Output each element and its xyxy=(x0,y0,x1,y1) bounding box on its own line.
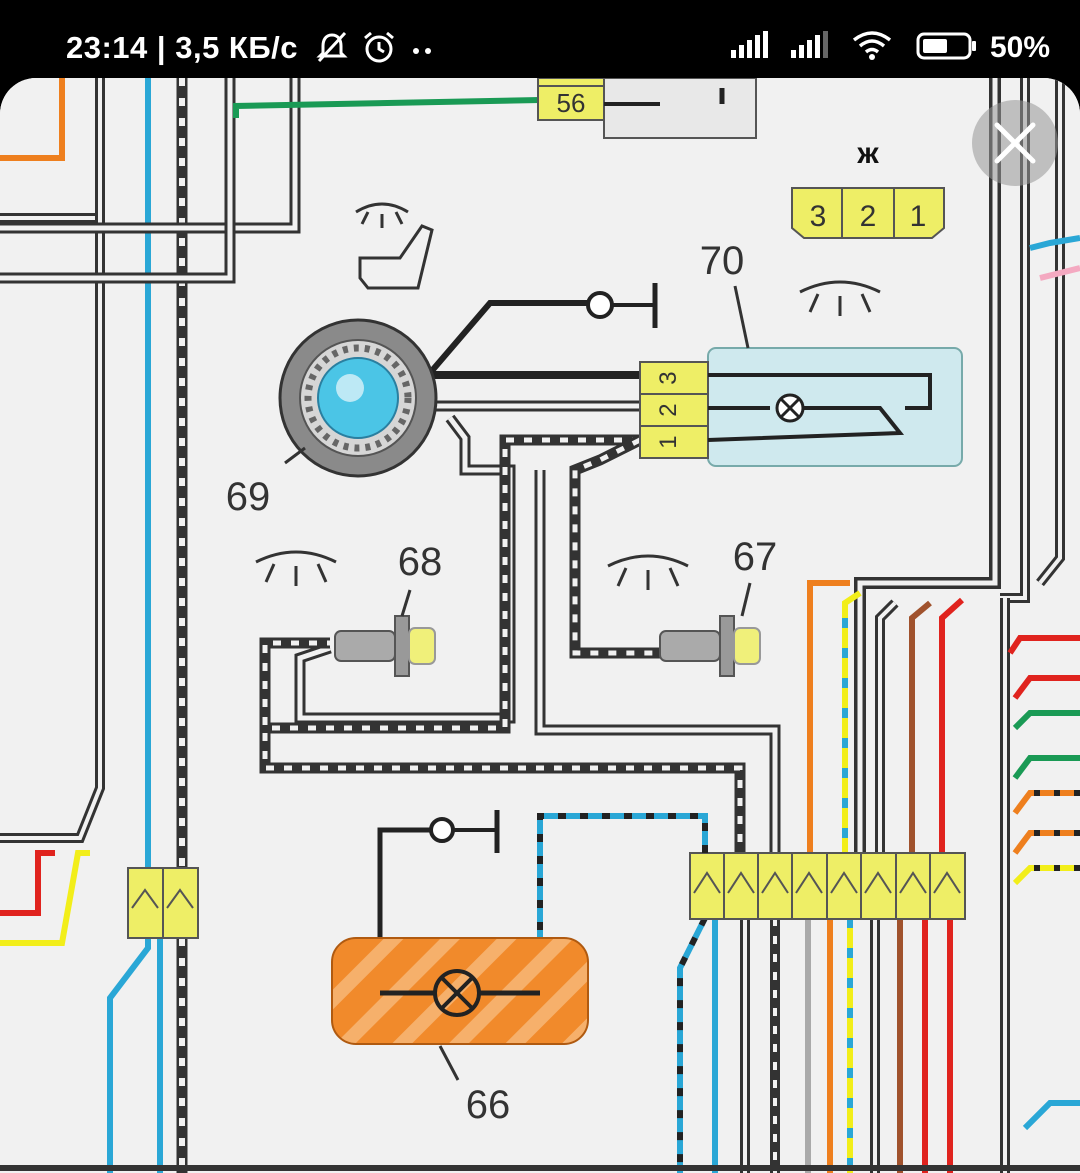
switch-70-pin: 1 xyxy=(655,435,682,448)
battery-icon xyxy=(916,32,976,60)
wifi-icon xyxy=(853,31,892,60)
status-network-speed: 3,5 КБ/с xyxy=(175,30,298,65)
close-icon xyxy=(994,122,1036,164)
eye-icon xyxy=(799,280,881,316)
close-button[interactable] xyxy=(972,100,1058,186)
connector-zh-title: ж xyxy=(856,137,879,170)
status-right: 50% xyxy=(729,30,1050,65)
callout-68: 68 xyxy=(398,540,443,584)
callout-69: 69 xyxy=(226,475,271,519)
connector-zh-pin: 2 xyxy=(860,200,877,233)
seat-icon xyxy=(358,224,434,290)
image-viewer[interactable]: 56 ж 3 2 1 xyxy=(0,78,1080,1173)
eye-icon xyxy=(607,554,689,590)
status-separator: | xyxy=(156,30,176,65)
callouts: 70 69 68 67 66 xyxy=(226,239,778,1127)
notifications-muted-icon xyxy=(316,31,348,63)
more-icon xyxy=(413,48,432,54)
connector-left xyxy=(127,867,199,939)
alarm-icon xyxy=(364,31,395,63)
eye-icon xyxy=(355,202,409,228)
callout-70: 70 xyxy=(700,239,745,283)
switch-70: 3 2 1 xyxy=(639,347,963,467)
switch-70-pin: 2 xyxy=(655,403,682,416)
status-bar: 23:14 | 3,5 КБ/с xyxy=(0,0,1080,78)
bottom-wires xyxy=(0,916,1080,1173)
top-harness xyxy=(0,78,541,284)
status-left: 23:14 | 3,5 КБ/с xyxy=(66,30,433,66)
connector-zh-pin: 1 xyxy=(910,200,927,233)
left-harness xyxy=(0,78,188,1173)
connector-block xyxy=(689,852,966,920)
light-69 xyxy=(278,318,438,478)
connector-zh: ж 3 2 1 xyxy=(791,137,945,239)
right-harness xyxy=(807,78,1080,1173)
wiring-diagram: 56 ж 3 2 1 xyxy=(0,78,1080,1173)
signal-icon-2 xyxy=(790,31,828,58)
connector-56-label: 56 xyxy=(557,88,586,118)
bulb-67 xyxy=(659,582,761,677)
signal-icon xyxy=(730,31,768,58)
switch-70-pin: 3 xyxy=(655,371,682,384)
lamp-66 xyxy=(331,937,589,1045)
bulb-68 xyxy=(334,589,436,677)
callout-66: 66 xyxy=(466,1083,511,1127)
connector-56: 56 xyxy=(537,78,757,139)
switch-70-wiring xyxy=(259,283,781,853)
connector-zh-pin: 3 xyxy=(810,200,827,233)
status-time: 23:14 xyxy=(66,30,148,65)
eye-icon xyxy=(255,550,337,586)
status-battery-percent: 50% xyxy=(989,31,1050,64)
callout-67: 67 xyxy=(733,535,778,579)
